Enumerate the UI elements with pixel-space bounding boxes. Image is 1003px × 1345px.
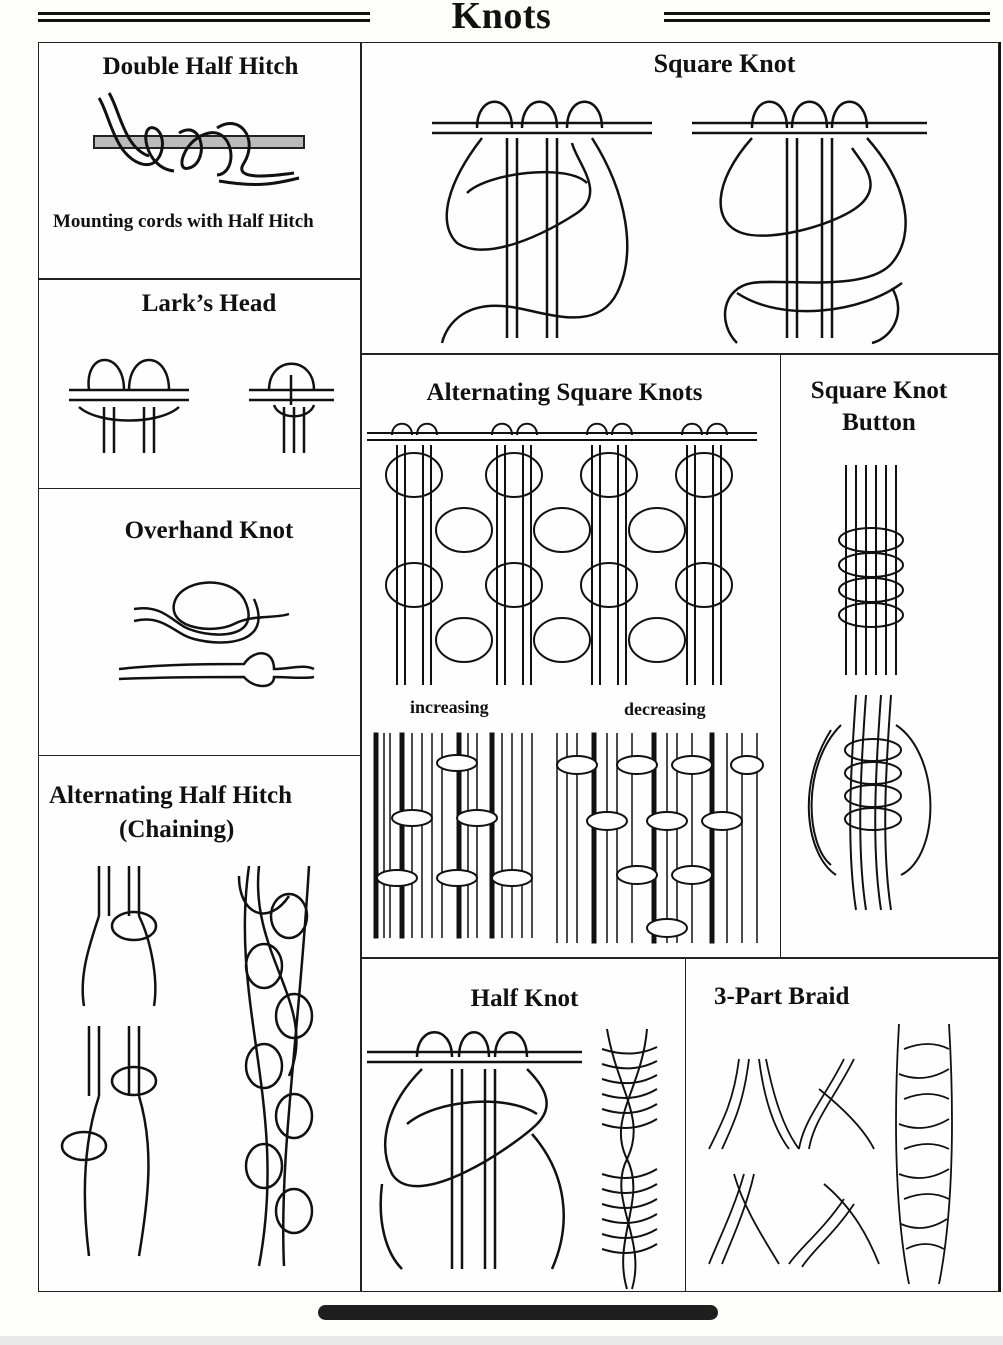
panel-alternating-half-hitch: Alternating Half Hitch (Chaining) (38, 755, 361, 1292)
square-knot-button-illustration (807, 465, 932, 911)
panel-larks-head: Lark’s Head (38, 279, 361, 489)
title-rule-right (664, 12, 990, 22)
decreasing-illustration (556, 732, 764, 944)
square-knot-illustration-2 (692, 100, 927, 345)
panel-half-knot: Half Knot (361, 958, 686, 1292)
bottom-strip (0, 1336, 1003, 1345)
double-half-hitch-caption: Mounting cords with Half Hitch (53, 211, 314, 232)
double-half-hitch-illustration (93, 92, 305, 186)
title-bar: Knots (0, 0, 1003, 46)
three-part-braid-title: 3-Part Braid (714, 983, 850, 1010)
alternating-half-hitch-illustration (60, 865, 314, 1267)
half-knot-spiral-illustration (601, 1028, 658, 1290)
alternating-square-knots-title: Alternating Square Knots (426, 379, 703, 406)
square-knot-button-title-line1: Square Knot (810, 377, 948, 404)
page-title: Knots (451, 0, 552, 37)
square-knot-illustration-1 (432, 100, 652, 344)
alternating-half-hitch-title-line2: (Chaining) (119, 816, 235, 843)
three-part-braid-illustration (708, 1023, 953, 1285)
double-half-hitch-title: Double Half Hitch (102, 53, 299, 80)
panel-square-knot: Square Knot (361, 42, 999, 354)
panel-double-half-hitch: Double Half Hitch Mounting cords with Ha… (38, 42, 361, 279)
larks-head-illustration (69, 358, 334, 453)
overhand-knot-illustration (118, 581, 315, 688)
larks-head-title: Lark’s Head (141, 290, 277, 317)
alternating-half-hitch-title-line1: Alternating Half Hitch (49, 782, 293, 809)
half-knot-illustration (367, 1031, 582, 1270)
alternating-square-knots-illustration (367, 422, 757, 686)
panel-three-part-braid: 3-Part Braid (685, 958, 999, 1292)
increasing-label: increasing (410, 697, 489, 717)
home-indicator-bar[interactable] (318, 1305, 718, 1320)
decreasing-label: decreasing (624, 699, 706, 719)
half-knot-title: Half Knot (470, 985, 579, 1012)
panel-alternating-square-knots: Alternating Square Knots increasing decr… (361, 354, 781, 958)
title-rule-left (38, 12, 370, 22)
panel-overhand-knot: Overhand Knot (38, 488, 361, 756)
square-knot-button-title-line2: Button (842, 409, 916, 436)
increasing-illustration (373, 732, 533, 939)
square-knot-title: Square Knot (653, 49, 796, 78)
overhand-knot-title: Overhand Knot (124, 517, 294, 544)
panel-square-knot-button: Square Knot Button (780, 354, 999, 958)
